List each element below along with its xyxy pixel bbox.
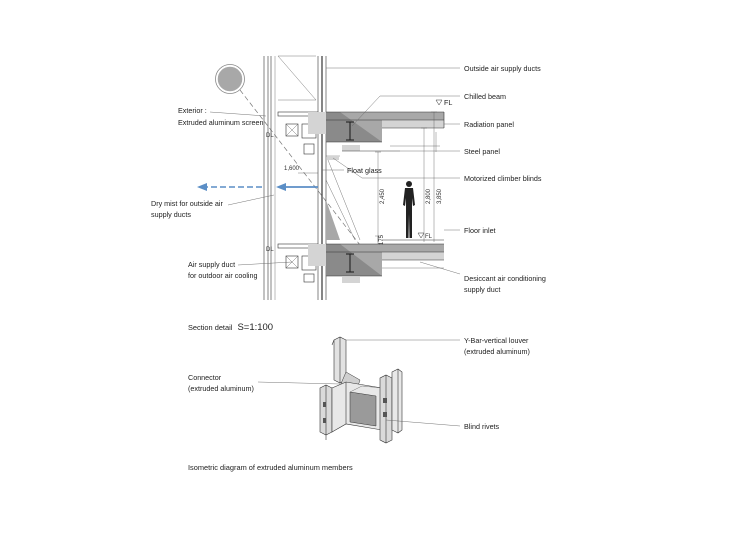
extruded-aluminum-screen <box>263 56 276 300</box>
label-exterior: Exterior : <box>178 106 207 115</box>
connector <box>331 381 383 433</box>
caption-isometric: Isometric diagram of extruded aluminum m… <box>188 463 353 472</box>
upper-slab <box>326 111 445 143</box>
person-silhouette-icon <box>403 181 415 238</box>
leader-lines <box>209 67 461 275</box>
screen-markers: DL DL <box>266 133 274 253</box>
airflow-arrows <box>197 183 318 191</box>
label-motorized-climber-blinds: Motorized climber blinds <box>464 174 542 183</box>
section-detail: FL FL DL DL 1,600 2,450 2,800 3,850 175 … <box>151 55 546 333</box>
upper-duct-zone <box>277 55 317 101</box>
dimension-lines <box>298 111 437 244</box>
level-marker-mid: FL <box>417 232 433 240</box>
label-air-supply-duct-line1: Air supply duct <box>188 260 235 269</box>
label-desiccant-line1: Desiccant air conditioning <box>464 274 546 283</box>
dimension-175: 175 <box>379 234 385 245</box>
label-outside-air-supply-ducts: Outside air supply ducts <box>464 64 541 73</box>
upper-duct-boxes <box>277 111 326 155</box>
sun-icon <box>215 64 245 94</box>
svg-text:FL: FL <box>425 234 433 240</box>
label-chilled-beam: Chilled beam <box>464 92 506 101</box>
dimension-2800: 2,800 <box>426 188 432 204</box>
label-air-supply-duct-line2: for outdoor air cooling <box>188 271 258 280</box>
dimension-1600: 1,600 <box>284 166 300 172</box>
label-connector-line2: (extruded aluminum) <box>188 384 254 393</box>
level-marker-top: FL <box>435 98 452 107</box>
caption-section-detail: Section detail S=1:100 <box>188 322 273 333</box>
label-ybar-line1: Y-Bar-vertical louver <box>464 336 529 345</box>
label-float-glass: Float glass <box>347 166 382 175</box>
isometric-diagram: Y-Bar-vertical louver (extruded aluminum… <box>188 336 530 472</box>
label-dry-mist-line2: supply ducts <box>151 210 191 219</box>
label-radiation-panel: Radiation panel <box>464 120 514 129</box>
label-extruded-aluminum-screen: Extruded aluminum screen <box>178 118 264 127</box>
label-floor-inlet: Floor inlet <box>464 226 496 235</box>
right-members <box>379 368 403 444</box>
label-connector-line1: Connector <box>188 373 222 382</box>
label-dry-mist-line1: Dry mist for outside air <box>151 199 223 208</box>
label-blind-rivets: Blind rivets <box>464 422 500 431</box>
leader-connector <box>257 381 341 385</box>
label-desiccant-line2: supply duct <box>464 285 500 294</box>
marker-dl-bottom: DL <box>266 247 274 253</box>
label-ybar-line2: (extruded aluminum) <box>464 347 530 356</box>
label-steel-panel: Steel panel <box>464 147 500 156</box>
dimension-3850: 3,850 <box>437 188 443 204</box>
dimension-2450: 2,450 <box>380 188 386 204</box>
ceiling-panels <box>342 132 440 152</box>
svg-text:FL: FL <box>444 98 452 107</box>
marker-dl-top: DL <box>266 133 274 139</box>
leader-blind-rivets <box>385 419 461 427</box>
lower-slab <box>277 239 444 283</box>
sun-ray-line <box>239 89 361 246</box>
